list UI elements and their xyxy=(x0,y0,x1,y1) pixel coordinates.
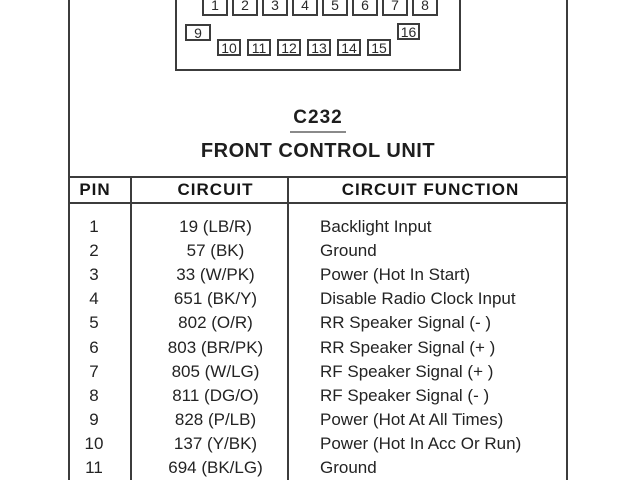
table-row: 9 828 (P/LB) Power (Hot At All Times) xyxy=(68,408,568,432)
circuit-cell: 651 (BK/Y) xyxy=(173,289,258,309)
function-cell: Ground xyxy=(320,457,377,477)
pin-number: 12 xyxy=(281,39,297,56)
pin-number: 8 xyxy=(421,0,429,13)
pin-cell: 9 xyxy=(89,409,99,429)
pin-box-5: 5 xyxy=(322,0,348,16)
pin-cell: 4 xyxy=(89,289,99,309)
connector-id-text: C232 xyxy=(290,107,346,133)
function-cell: RF Speaker Signal (- ) xyxy=(320,385,490,405)
pin-box-6: 6 xyxy=(352,0,378,16)
pin-cell: 7 xyxy=(89,361,99,381)
table-header-row: PIN CIRCUIT CIRCUIT FUNCTION xyxy=(68,178,568,202)
table-row: 2 57 (BK) Ground xyxy=(68,239,568,263)
table-row: 10 137 (Y/BK) Power (Hot In Acc Or Run) xyxy=(68,432,568,456)
circuit-cell: 33 (W/PK) xyxy=(176,265,255,285)
pin-cell: 3 xyxy=(89,265,99,285)
circuit-cell: 137 (Y/BK) xyxy=(173,433,258,453)
page-frame-right-line xyxy=(566,0,568,480)
pin-number: 5 xyxy=(331,0,339,13)
table-header-bottom-rule xyxy=(68,202,568,204)
pin-box-15: 15 xyxy=(367,39,391,56)
pin-number: 9 xyxy=(194,24,202,41)
pin-box-16: 16 xyxy=(397,23,420,40)
circuit-cell: 19 (LB/R) xyxy=(179,217,252,237)
pin-number: 6 xyxy=(361,0,369,13)
pin-box-10: 10 xyxy=(217,39,241,56)
table-row: 3 33 (W/PK) Power (Hot In Start) xyxy=(68,263,568,287)
circuit-cell: 805 (W/LG) xyxy=(171,361,260,381)
connector-id-label: C232 xyxy=(68,107,568,133)
pin-box-9: 9 xyxy=(185,24,211,41)
function-cell: RR Speaker Signal (- ) xyxy=(320,313,492,333)
table-row: 4 651 (BK/Y) Disable Radio Clock Input xyxy=(68,287,568,311)
pin-number: 2 xyxy=(241,0,249,13)
pin-cell: 6 xyxy=(89,337,99,357)
circuit-cell: 803 (BR/PK) xyxy=(167,337,264,357)
function-cell: Disable Radio Clock Input xyxy=(320,289,516,309)
pin-cell: 5 xyxy=(89,313,99,333)
table-row: 8 811 (DG/O) RF Speaker Signal (- ) xyxy=(68,384,568,408)
function-cell: Power (Hot In Acc Or Run) xyxy=(320,433,522,453)
circuit-cell: 802 (O/R) xyxy=(178,313,253,333)
pin-cell: 11 xyxy=(85,457,103,477)
pin-cell: 1 xyxy=(89,217,99,237)
pin-box-4: 4 xyxy=(292,0,318,16)
table-column-separator-1 xyxy=(130,176,132,480)
function-cell: Power (Hot In Start) xyxy=(320,265,471,285)
table-row: 7 805 (W/LG) RF Speaker Signal (+ ) xyxy=(68,360,568,384)
table-row: 6 803 (BR/PK) RR Speaker Signal (+ ) xyxy=(68,335,568,359)
pin-number: 4 xyxy=(301,0,309,13)
table-row: 1 19 (LB/R) Backlight Input xyxy=(68,215,568,239)
pin-box-1: 1 xyxy=(202,0,228,16)
page-frame-left-line xyxy=(68,0,70,480)
pin-number: 10 xyxy=(221,39,237,56)
pin-number: 13 xyxy=(311,39,327,56)
function-cell: Power (Hot At All Times) xyxy=(320,409,504,429)
circuit-cell: 828 (P/LB) xyxy=(174,409,257,429)
pin-box-7: 7 xyxy=(382,0,408,16)
pin-box-14: 14 xyxy=(337,39,361,56)
header-pin: PIN xyxy=(79,180,111,199)
table-top-rule xyxy=(68,176,568,178)
pin-box-2: 2 xyxy=(232,0,258,16)
pin-number: 15 xyxy=(371,39,387,56)
pin-number: 14 xyxy=(341,39,357,56)
header-circuit-function: CIRCUIT FUNCTION xyxy=(341,180,520,199)
pin-number: 7 xyxy=(391,0,399,13)
connector-title: FRONT CONTROL UNIT xyxy=(200,140,436,162)
pin-number: 3 xyxy=(271,0,279,13)
header-circuit: CIRCUIT xyxy=(177,180,254,199)
function-cell: Ground xyxy=(320,241,377,261)
function-cell: RF Speaker Signal (+ ) xyxy=(320,361,494,381)
pin-number: 16 xyxy=(400,23,417,40)
pin-cell: 8 xyxy=(89,385,99,405)
pin-box-11: 11 xyxy=(247,39,271,56)
pin-cell: 10 xyxy=(84,433,104,453)
pin-box-12: 12 xyxy=(277,39,301,56)
table-row: 11 694 (BK/LG) Ground xyxy=(68,456,568,480)
table-row: 5 802 (O/R) RR Speaker Signal (- ) xyxy=(68,311,568,335)
pin-number: 11 xyxy=(251,39,267,56)
pin-box-8: 8 xyxy=(412,0,438,16)
pin-number: 1 xyxy=(211,0,219,13)
pin-box-13: 13 xyxy=(307,39,331,56)
function-cell: Backlight Input xyxy=(320,217,432,237)
pin-box-3: 3 xyxy=(262,0,288,16)
circuit-cell: 57 (BK) xyxy=(186,241,245,261)
circuit-cell: 811 (DG/O) xyxy=(172,385,259,405)
circuit-cell: 694 (BK/LG) xyxy=(168,457,263,477)
function-cell: RR Speaker Signal (+ ) xyxy=(320,337,496,357)
pin-cell: 2 xyxy=(89,241,99,261)
table-column-separator-2 xyxy=(287,176,289,480)
